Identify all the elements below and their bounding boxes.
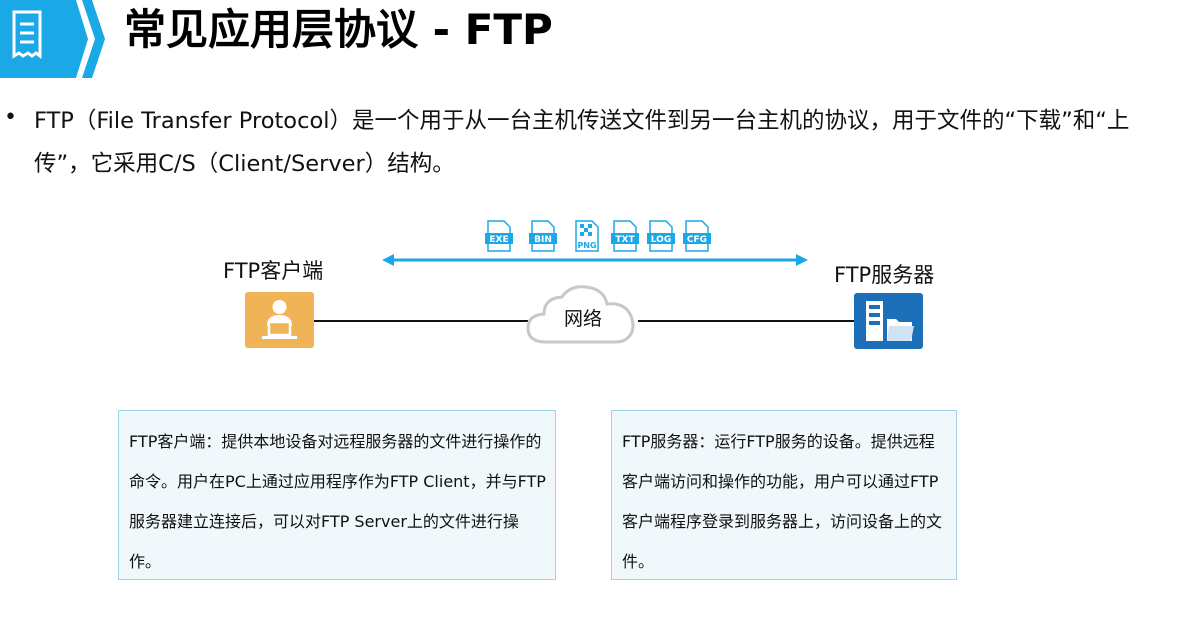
- bullet-marker: •: [4, 105, 17, 130]
- page-title: 常见应用层协议 - FTP: [124, 5, 553, 54]
- server-description-box: FTP服务器：运行FTP服务的设备。提供远程客户端访问和操作的功能，用户可以通过…: [611, 410, 957, 580]
- cloud-icon: [526, 285, 635, 344]
- server-network-link: [638, 320, 854, 322]
- server-label: FTP服务器: [834, 263, 935, 287]
- server-folder-icon: [866, 301, 914, 341]
- client-description-box: FTP客户端：提供本地设备对远程服务器的文件进行操作的命令。用户在PC上通过应用…: [118, 410, 556, 580]
- file-type-label: TXT: [615, 235, 635, 245]
- client-description-text: FTP客户端：提供本地设备对远程服务器的文件进行操作的命令。用户在PC上通过应用…: [129, 432, 546, 571]
- txt-file-icon: TXT: [611, 220, 639, 252]
- file-type-label: PNG: [577, 241, 596, 250]
- transfer-arrow: [382, 254, 808, 266]
- client-node: [245, 292, 314, 348]
- file-type-label: BIN: [534, 235, 552, 245]
- client-label: FTP客户端: [223, 259, 324, 283]
- user-at-computer-icon: [262, 300, 297, 339]
- server-node: [854, 293, 923, 349]
- header-badge: [0, 0, 105, 78]
- file-type-label: CFG: [687, 235, 707, 245]
- bin-file-icon: BIN: [529, 220, 557, 252]
- client-network-link: [314, 320, 528, 322]
- png-file-icon: PNG: [575, 220, 599, 252]
- exe-file-icon: EXE: [485, 220, 513, 252]
- bullet-text: FTP（File Transfer Protocol）是一个用于从一台主机传送文…: [34, 108, 1130, 177]
- file-type-label: LOG: [651, 235, 671, 245]
- server-description-text: FTP服务器：运行FTP服务的设备。提供远程客户端访问和操作的功能，用户可以通过…: [622, 432, 943, 571]
- log-file-icon: LOG: [647, 220, 675, 252]
- file-type-label: EXE: [489, 235, 508, 245]
- cfg-file-icon: CFG: [683, 220, 711, 252]
- network-label: 网络: [563, 308, 602, 330]
- document-list-icon: [12, 10, 42, 59]
